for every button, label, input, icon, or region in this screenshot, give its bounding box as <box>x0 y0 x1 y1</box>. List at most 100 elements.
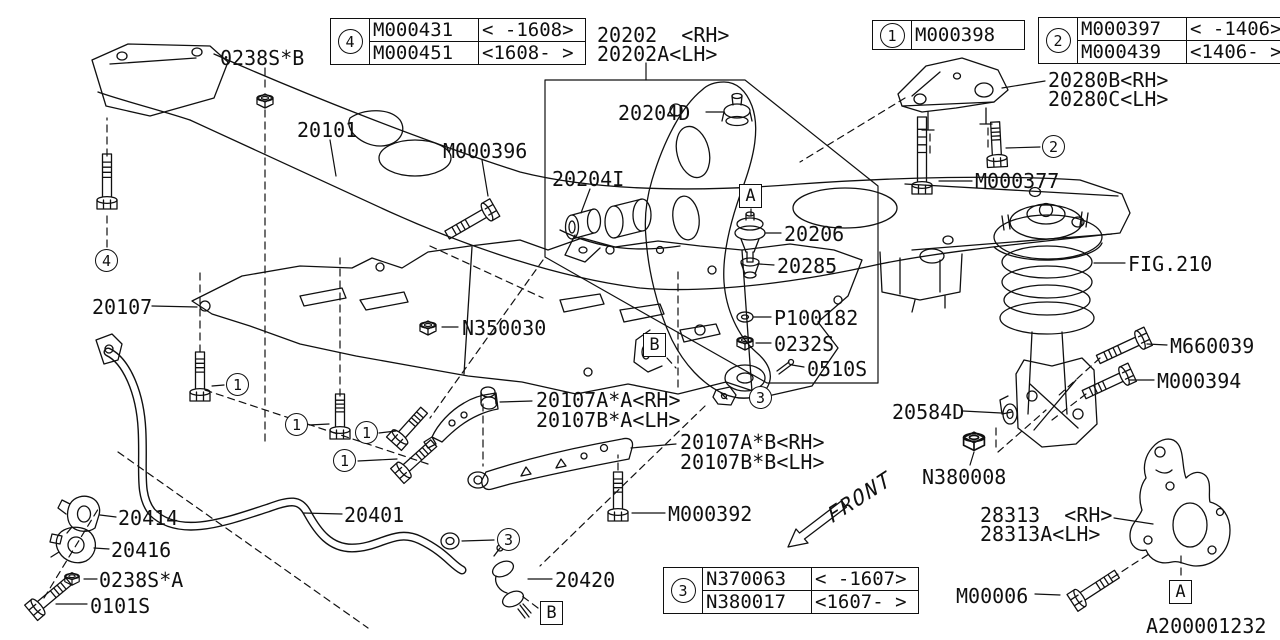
table-row: N370063 < -1607> <box>703 568 918 590</box>
bolt-icon <box>189 351 211 402</box>
label-0510s: 0510S <box>807 357 868 381</box>
label-20206: 20206 <box>784 222 845 246</box>
date-range: <1608- > <box>479 41 585 64</box>
ref-table-m000398: 1 M000398 <box>872 20 1025 50</box>
boxed-a-marker: A <box>739 184 762 208</box>
circled-3-marker: 3 <box>749 386 772 409</box>
bolt-icon <box>1081 362 1138 400</box>
ref-table-m000397: 2 M000397 < -1406> M000439 <1406- > <box>1038 17 1280 64</box>
front-direction-arrow <box>787 500 848 548</box>
control-arm-20202-drawing <box>564 81 795 399</box>
date-range: <1607- > <box>812 590 918 613</box>
label-n380008: N380008 <box>922 465 1007 489</box>
label-20280c-lh: 20280C<LH> <box>1048 87 1169 111</box>
washer-drawing <box>440 532 460 550</box>
label-m000392: M000392 <box>668 502 753 526</box>
bolt-icon <box>911 116 933 195</box>
label-diagram-id: A200001232 <box>1146 614 1267 638</box>
circled-1-icon: 1 <box>879 22 905 48</box>
washer-20584d-drawing <box>1002 403 1018 425</box>
circled-3-marker: 3 <box>497 528 520 551</box>
stabilizer-bar-20401-drawing <box>95 333 467 575</box>
label-m000394: M000394 <box>1157 369 1242 393</box>
label-20107a-a-rh: 20107A*A<RH> <box>536 388 681 412</box>
label-0101s: 0101S <box>90 594 151 618</box>
date-range: <1406- > <box>1187 40 1280 63</box>
stabilizer-link-20420-drawing <box>491 544 532 619</box>
table-row: M000398 <box>912 21 1024 49</box>
circled-1-marker: 1 <box>226 373 249 396</box>
bolt-icon <box>389 439 438 485</box>
part-number: M000439 <box>1078 40 1187 63</box>
part-number: M000431 <box>370 19 479 41</box>
nut-icon <box>962 431 986 452</box>
circled-1-marker: 1 <box>355 421 378 444</box>
label-0232s: 0232S <box>774 332 835 356</box>
boxed-b-marker: B <box>540 601 563 625</box>
boxed-b-marker: B <box>643 333 666 357</box>
label-20202-rh: 20202 <RH> <box>597 23 730 47</box>
bolt-icon <box>24 577 73 622</box>
label-28313-rh: 28313 <RH> <box>980 503 1113 527</box>
bolt-icon <box>385 406 429 452</box>
strut-assembly-fig210-drawing <box>993 202 1103 448</box>
circled-1-marker: 1 <box>285 413 308 436</box>
label-20420: 20420 <box>555 568 616 592</box>
label-20204i: 20204I <box>552 167 625 191</box>
knuckle-28313-drawing <box>1129 438 1231 567</box>
hardware-bolts-nuts <box>24 93 1154 622</box>
label-0238s-b: 0238S*B <box>220 46 305 70</box>
bolt-icon <box>329 393 351 440</box>
label-28313a-lh: 28313A<LH> <box>980 522 1101 546</box>
circled-3-icon: 3 <box>670 578 696 603</box>
label-m000396: M000396 <box>443 139 528 163</box>
label-20280b-rh: 20280B<RH> <box>1048 68 1169 92</box>
washer-p100182-drawing <box>736 311 754 323</box>
table-row: N380017 <1607- > <box>703 590 918 613</box>
label-p100182: P100182 <box>774 306 859 330</box>
date-range: < -1607> <box>815 568 907 590</box>
circled-2-table-marker: 2 <box>1039 18 1078 63</box>
table-row: M000431 < -1608> <box>370 19 585 41</box>
label-m660039: M660039 <box>1170 334 1255 358</box>
part-number: N370063 <box>703 568 812 590</box>
bolt-icon <box>607 471 629 522</box>
table-row: M000397 < -1406> <box>1078 18 1280 40</box>
label-20416: 20416 <box>111 538 172 562</box>
support-bar-20107ab-drawing <box>467 437 634 491</box>
leader-lines <box>55 62 1168 605</box>
circled-2-marker: 2 <box>1042 135 1065 158</box>
label-20584d: 20584D <box>892 400 965 424</box>
part-number: N380017 <box>703 590 812 613</box>
label-20107: 20107 <box>92 295 153 319</box>
circled-1-marker: 1 <box>333 449 356 472</box>
circled-4-icon: 4 <box>337 29 363 54</box>
label-m00006: M00006 <box>956 584 1029 608</box>
bolt-icon <box>1066 569 1121 612</box>
date-range: < -1608> <box>482 19 574 41</box>
label-20204d: 20204D <box>618 101 691 125</box>
table-row: M000451 <1608- > <box>370 41 585 64</box>
date-range: < -1406> <box>1190 18 1280 40</box>
bracket-20280-drawing <box>897 57 1009 131</box>
label-n350030: N350030 <box>462 316 547 340</box>
nut-icon <box>256 93 274 109</box>
nut-icon <box>64 572 80 586</box>
circled-3-table-marker: 3 <box>664 568 703 613</box>
label-20101: 20101 <box>297 118 358 142</box>
circled-4-marker: 4 <box>95 249 118 272</box>
label-20107a-b-rh: 20107A*B<RH> <box>680 430 825 454</box>
part-number: M000397 <box>1078 18 1187 40</box>
ref-table-n370063: 3 N370063 < -1607> N380017 <1607- > <box>663 567 919 614</box>
part-number: M000398 <box>915 24 996 46</box>
table-row: M000439 <1406- > <box>1078 40 1280 63</box>
label-20401: 20401 <box>344 503 405 527</box>
circled-2-icon: 2 <box>1045 28 1071 53</box>
clamp-20414-drawing <box>57 495 101 534</box>
circled-1-table-marker: 1 <box>873 21 912 49</box>
boxed-a-marker: A <box>1169 580 1192 604</box>
label-20414: 20414 <box>118 506 179 530</box>
label-20107b-b-lh: 20107B*B<LH> <box>680 450 825 474</box>
label-0238s-a: 0238S*A <box>99 568 184 592</box>
